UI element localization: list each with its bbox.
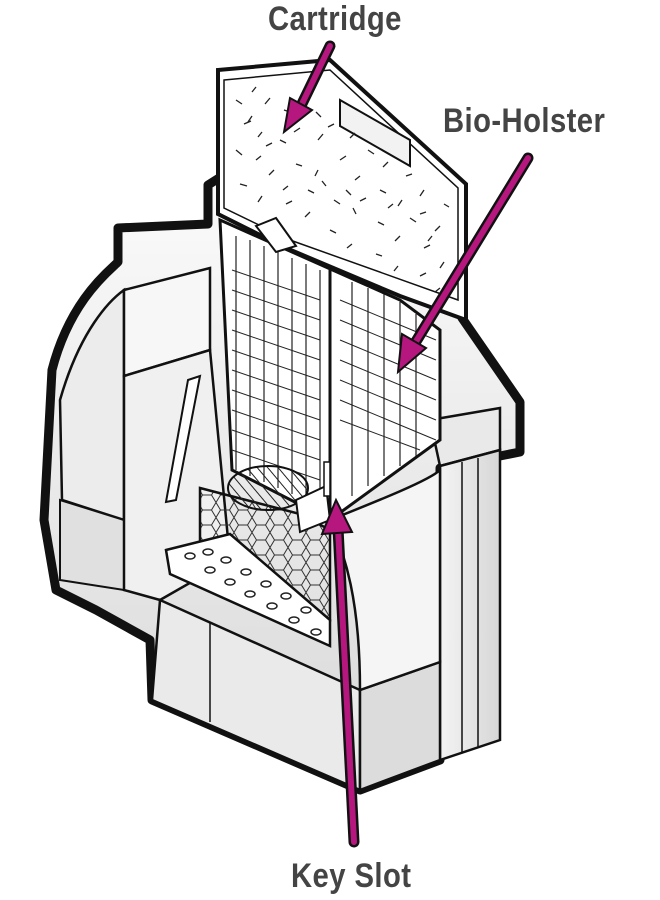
bio-holster-arrow	[396, 152, 534, 375]
bio-holster	[218, 217, 442, 522]
filter-cartridge	[216, 57, 468, 323]
impeller-well	[227, 461, 332, 534]
bio-holster-label: Bio-Holster	[443, 102, 606, 140]
filter-media-texture	[235, 86, 450, 293]
key-slot-label: Key Slot	[291, 857, 412, 895]
cartridge-arrow	[282, 40, 336, 135]
cartridge-label: Cartridge	[268, 0, 402, 38]
perforated-tray	[164, 532, 332, 648]
key-slot-arrow	[320, 497, 360, 848]
